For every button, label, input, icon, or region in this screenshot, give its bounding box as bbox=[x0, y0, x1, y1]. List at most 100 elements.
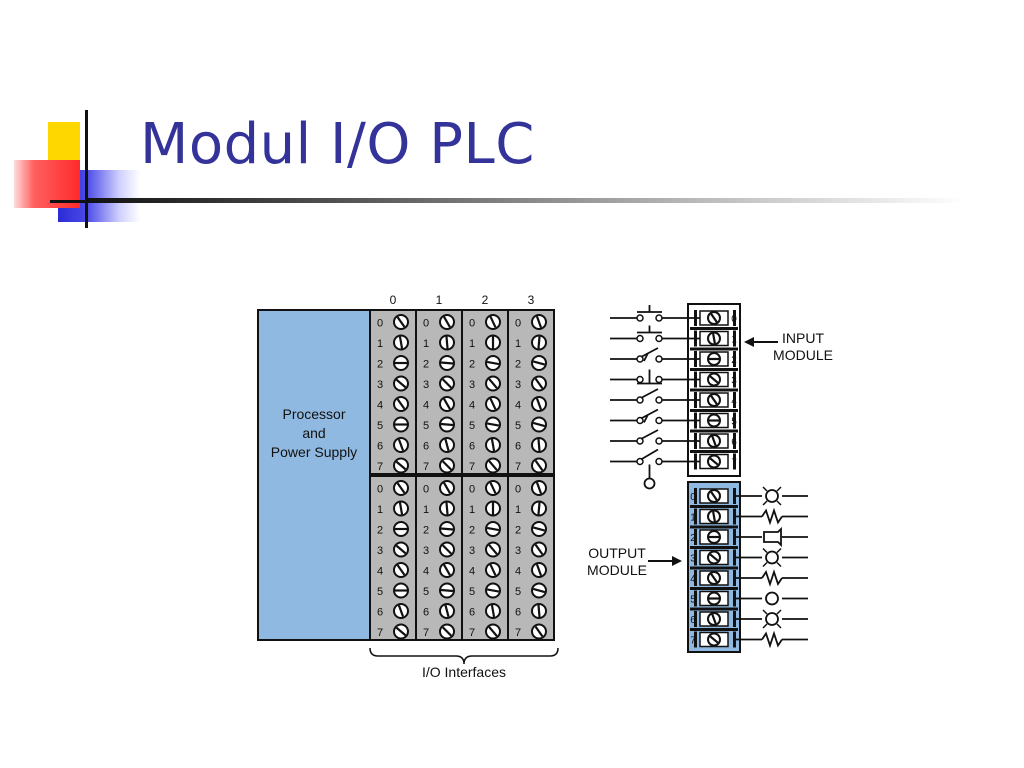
screw-slot bbox=[440, 422, 454, 427]
screw-slot bbox=[710, 313, 718, 323]
terminal-screw bbox=[531, 416, 547, 433]
terminal-screw bbox=[393, 437, 409, 453]
terminal-screw bbox=[485, 480, 501, 496]
slot-number: 1 bbox=[436, 293, 443, 307]
terminal-bracket bbox=[733, 590, 736, 607]
module-terminal-number: 7 bbox=[731, 458, 737, 469]
io-interface-slots: 0123456701234567012345670123456701234567… bbox=[369, 309, 555, 641]
screw-slot bbox=[488, 378, 498, 389]
terminal-number: 0 bbox=[469, 318, 475, 330]
terminal-bracket bbox=[694, 590, 697, 607]
terminal-number: 5 bbox=[515, 420, 521, 432]
pilot-light-symbol bbox=[765, 489, 779, 503]
terminal-bracket bbox=[694, 631, 697, 648]
slide-logo-decoration bbox=[0, 0, 140, 240]
terminal-bracket bbox=[733, 611, 736, 627]
terminal-number: 5 bbox=[377, 420, 383, 432]
module-terminal-screw bbox=[707, 571, 721, 585]
screw-slot bbox=[488, 626, 498, 637]
screw-slot bbox=[532, 587, 546, 594]
screw-slot bbox=[537, 336, 541, 349]
input-devices bbox=[610, 305, 700, 490]
terminal-number: 5 bbox=[377, 586, 383, 598]
limit-switch-symbol bbox=[640, 347, 659, 362]
terminal-bracket bbox=[733, 508, 736, 525]
terminal-screw bbox=[485, 355, 501, 371]
module-terminal-number: 5 bbox=[731, 417, 737, 428]
screw-slot bbox=[395, 544, 407, 555]
terminal-screw bbox=[485, 603, 501, 619]
foot-pedal bbox=[643, 477, 656, 490]
screw-slot bbox=[712, 511, 716, 522]
screw-slot bbox=[396, 564, 406, 576]
screw-slot bbox=[441, 378, 453, 389]
terminal-separator bbox=[690, 450, 738, 453]
terminal-screw bbox=[393, 623, 409, 640]
screw-slot bbox=[535, 481, 543, 495]
terminal-screw bbox=[393, 416, 409, 433]
screw-slot bbox=[441, 626, 453, 637]
terminal-separator bbox=[690, 505, 738, 508]
module-terminal-number: 2 bbox=[731, 355, 737, 366]
screw-slot bbox=[488, 460, 498, 471]
terminal-screw bbox=[485, 375, 501, 392]
screw-slot bbox=[395, 626, 407, 637]
terminal-screw bbox=[439, 457, 455, 474]
terminal-number: 0 bbox=[377, 484, 383, 496]
terminal-number: 5 bbox=[469, 586, 475, 598]
terminal-number: 4 bbox=[423, 566, 429, 578]
terminal-separator bbox=[690, 546, 738, 549]
terminal-screw bbox=[531, 480, 547, 496]
terminal-screw bbox=[439, 603, 455, 619]
terminal-bracket bbox=[733, 453, 736, 470]
module-terminal-screw bbox=[707, 530, 721, 544]
terminal-separator bbox=[690, 566, 738, 570]
switch-contact bbox=[655, 396, 663, 404]
terminal-number: 6 bbox=[469, 441, 475, 453]
screw-slot bbox=[396, 482, 406, 494]
terminal-screw bbox=[393, 457, 409, 474]
terminal-number: 1 bbox=[423, 338, 429, 350]
screw-slot bbox=[443, 316, 451, 328]
light-rays bbox=[762, 547, 782, 568]
switch-contact bbox=[655, 375, 663, 384]
lamp-symbol bbox=[765, 591, 779, 606]
module-terminal-screw bbox=[707, 434, 721, 448]
screw-slot bbox=[709, 553, 719, 562]
screw-slot bbox=[532, 421, 546, 428]
pilot-light-symbol bbox=[765, 612, 779, 626]
terminal-number: 0 bbox=[515, 484, 521, 496]
terminal-screw bbox=[531, 521, 547, 537]
switch-symbol bbox=[640, 388, 659, 399]
screw-slot bbox=[396, 398, 406, 410]
terminal-number: 1 bbox=[423, 504, 429, 516]
terminal-screw bbox=[439, 521, 455, 537]
terminal-number: 3 bbox=[515, 545, 521, 557]
module-terminal-screw bbox=[707, 393, 721, 407]
terminal-number: 4 bbox=[423, 400, 429, 412]
slot-number: 2 bbox=[482, 293, 489, 307]
screw-slot bbox=[534, 543, 544, 556]
terminal-separator bbox=[690, 388, 738, 392]
screw-slot bbox=[488, 544, 498, 555]
screw-slot bbox=[710, 491, 718, 501]
terminal-bracket bbox=[733, 310, 736, 326]
processor-power-supply-block bbox=[257, 309, 371, 641]
foot-switch-symbol bbox=[640, 448, 659, 479]
terminal-number: 7 bbox=[377, 461, 383, 473]
terminal-number: 2 bbox=[515, 359, 521, 371]
screw-slot bbox=[445, 336, 449, 349]
terminal-bracket bbox=[733, 351, 736, 367]
terminal-number: 3 bbox=[469, 545, 475, 557]
terminal-number: 0 bbox=[377, 318, 383, 330]
terminal-screw bbox=[485, 500, 501, 517]
terminal-number: 4 bbox=[515, 566, 521, 578]
terminal-bracket bbox=[733, 529, 736, 545]
terminal-number: 3 bbox=[423, 545, 429, 557]
terminal-screw bbox=[439, 396, 455, 412]
terminal-bracket bbox=[733, 330, 736, 347]
